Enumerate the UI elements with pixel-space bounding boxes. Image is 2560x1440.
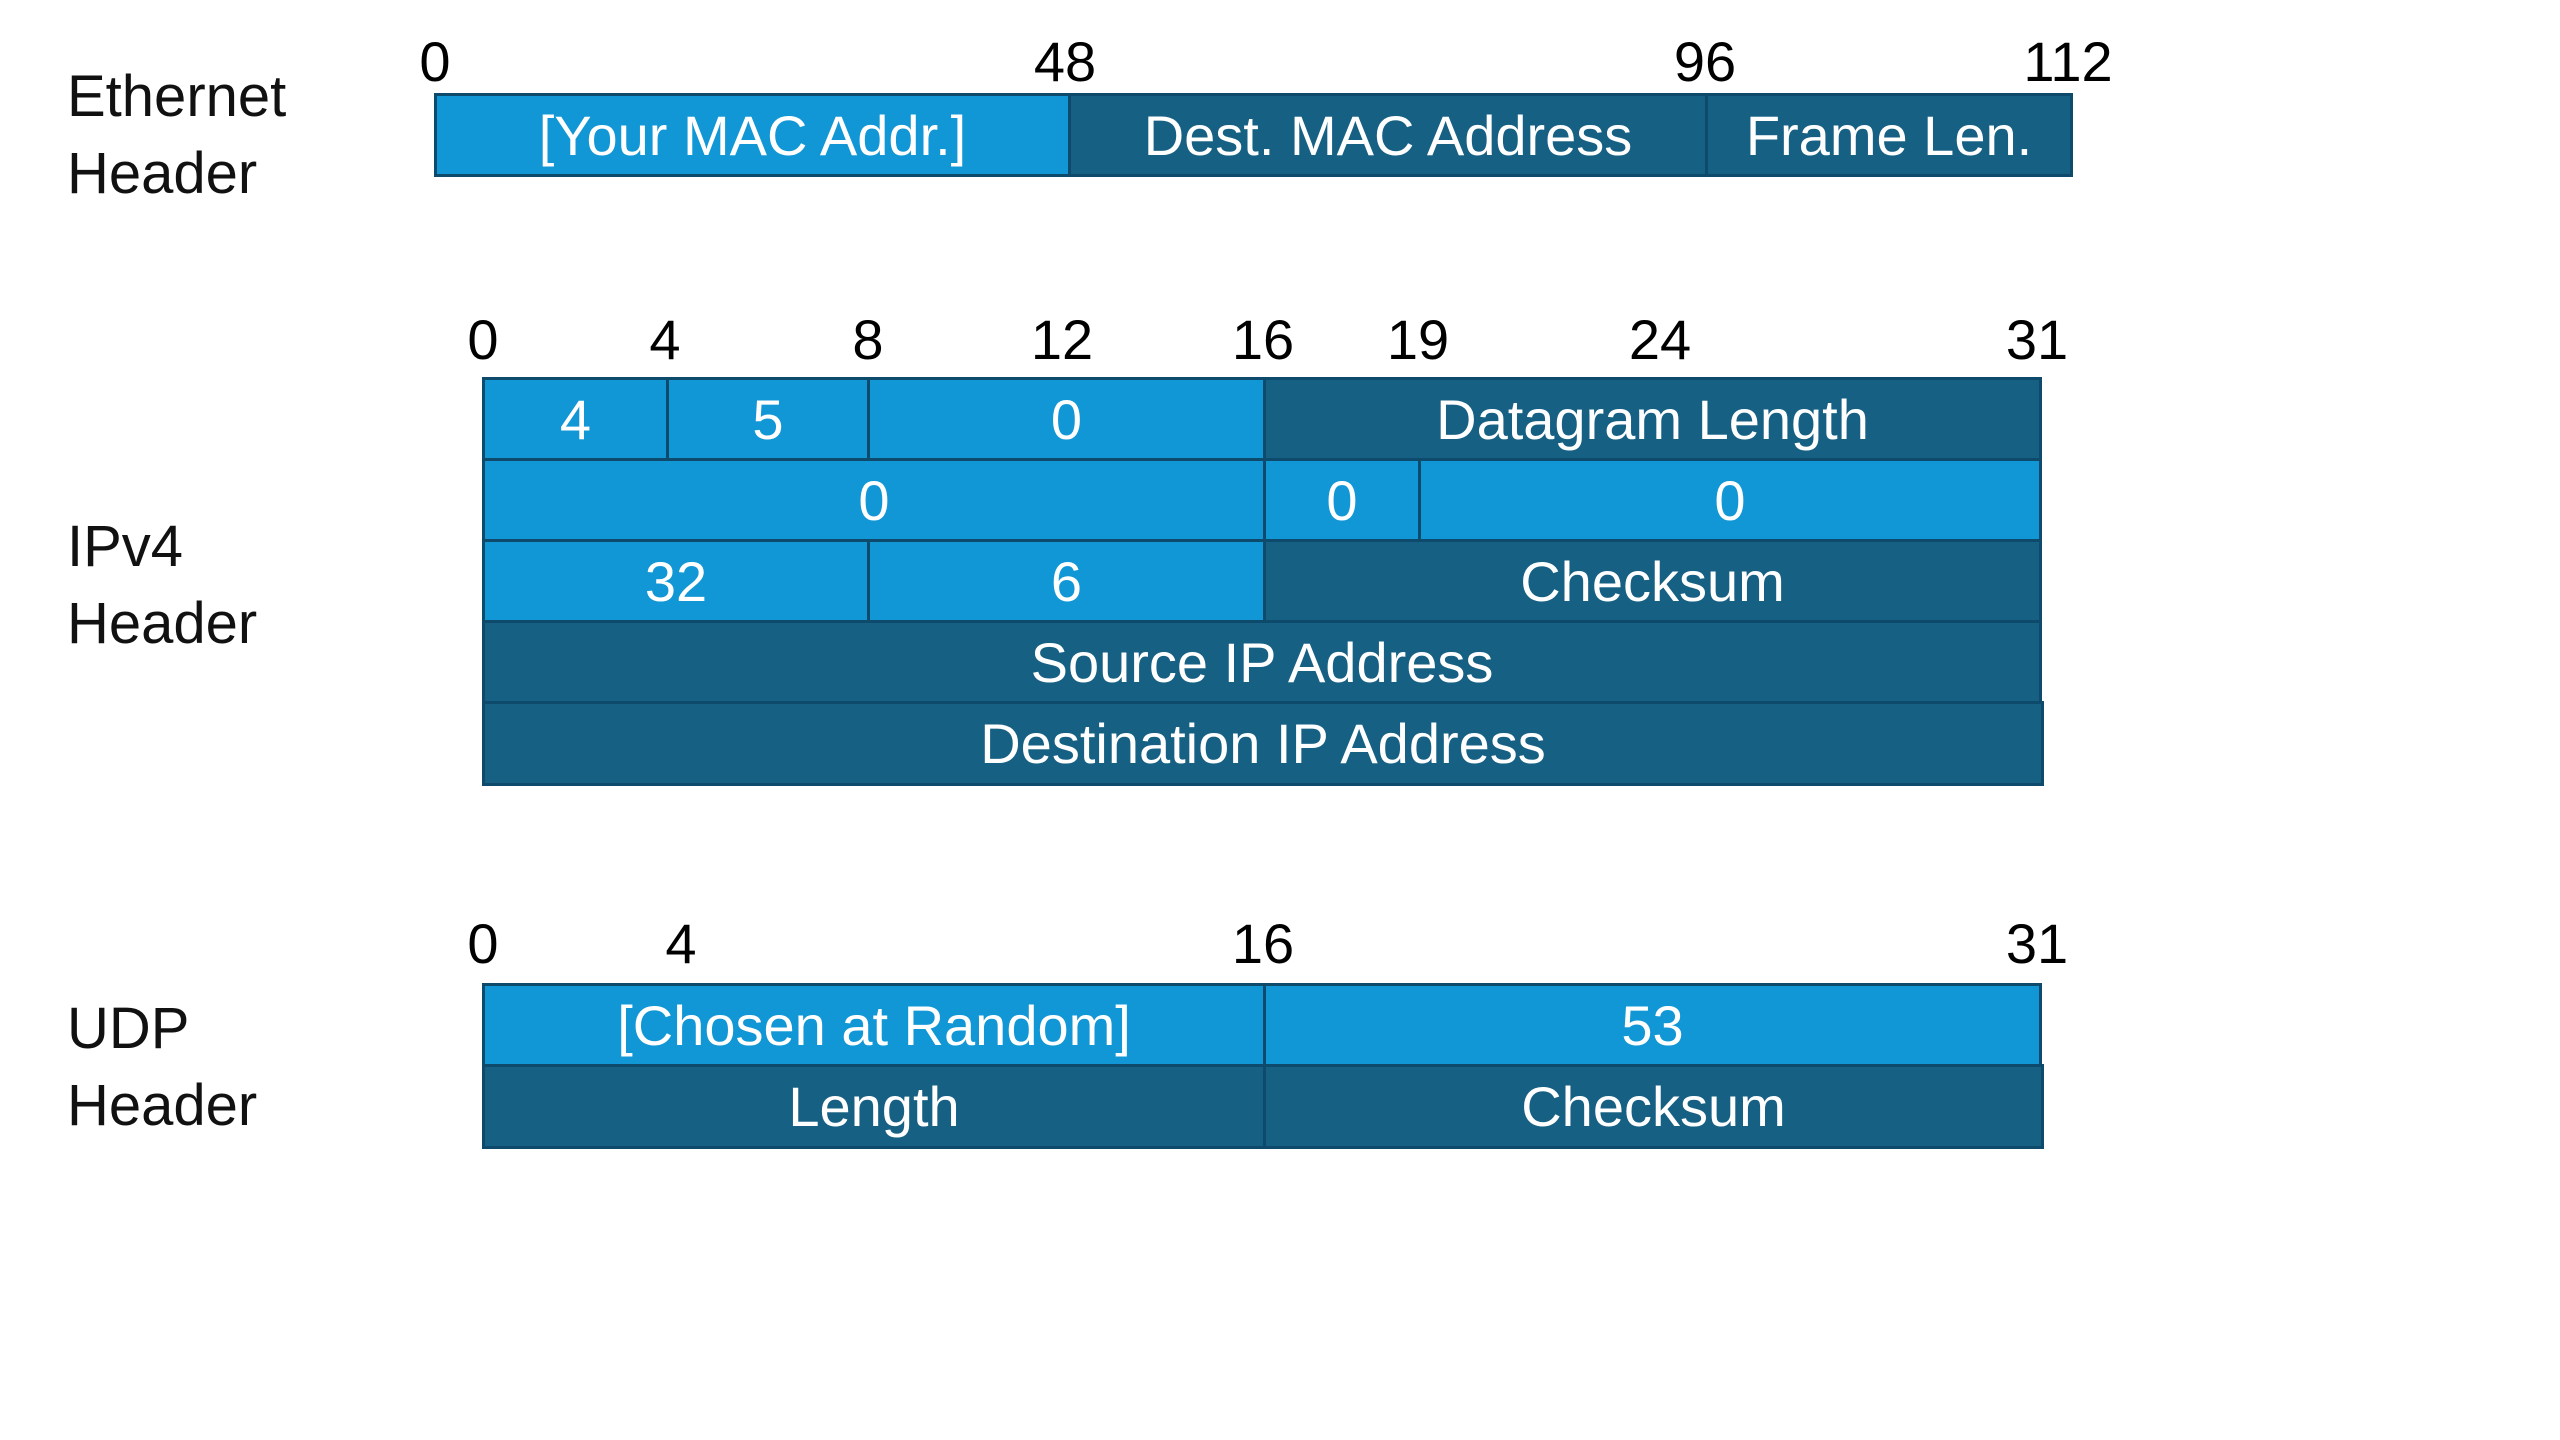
ipv4-source-ip-field: Source IP Address	[482, 620, 2042, 704]
ipv4-fragment-offset-field: 0	[1418, 458, 2042, 542]
udp-tick: 0	[467, 912, 499, 975]
udp-tick: 16	[1231, 912, 1295, 975]
udp-label-line1: UDP	[67, 996, 190, 1061]
ipv4-ttl-field: 32	[482, 539, 870, 623]
udp-source-port-field: [Chosen at Random]	[482, 983, 1266, 1067]
ipv4-header-label: IPv4 Header	[67, 508, 257, 662]
ethernet-tick: 112	[2023, 30, 2113, 93]
ethernet-header-label: Ethernet Header	[67, 58, 286, 212]
ipv4-flags-field: 0	[1263, 458, 1421, 542]
udp-checksum-field: Checksum	[1263, 1064, 2044, 1149]
udp-length-field: Length	[482, 1064, 1266, 1149]
udp-label-line2: Header	[67, 1073, 258, 1138]
ethernet-label-line1: Ethernet	[67, 64, 287, 129]
ipv4-tick: 19	[1386, 308, 1450, 371]
ipv4-tick: 12	[1030, 308, 1094, 371]
ipv4-tick: 4	[649, 308, 681, 371]
ethernet-dest-mac-field: Dest. MAC Address	[1068, 93, 1708, 177]
ipv4-datagram-length-field: Datagram Length	[1263, 377, 2042, 461]
ipv4-tos-field: 0	[867, 377, 1266, 461]
ipv4-label-line1: IPv4	[67, 514, 184, 579]
ethernet-tick: 96	[1673, 30, 1737, 93]
ipv4-tick: 8	[852, 308, 884, 371]
ipv4-protocol-field: 6	[867, 539, 1266, 623]
udp-header-label: UDP Header	[67, 990, 257, 1144]
ethernet-tick: 0	[419, 30, 451, 93]
ethernet-tick: 48	[1033, 30, 1097, 93]
ipv4-tick: 24	[1628, 308, 1692, 371]
ethernet-frame-length-field: Frame Len.	[1705, 93, 2073, 177]
ipv4-tick: 16	[1231, 308, 1295, 371]
ipv4-tick: 31	[2005, 308, 2069, 371]
ipv4-label-line2: Header	[67, 591, 258, 656]
udp-tick: 4	[665, 912, 697, 975]
ipv4-checksum-field: Checksum	[1263, 539, 2042, 623]
ipv4-version-field: 4	[482, 377, 669, 461]
ipv4-identification-field: 0	[482, 458, 1266, 542]
ethernet-label-line2: Header	[67, 141, 258, 206]
udp-dest-port-field: 53	[1263, 983, 2042, 1067]
udp-tick: 31	[2005, 912, 2069, 975]
ethernet-source-mac-field: [Your MAC Addr.]	[434, 93, 1071, 177]
ipv4-ihl-field: 5	[666, 377, 870, 461]
ipv4-destination-ip-field: Destination IP Address	[482, 701, 2044, 786]
ipv4-tick: 0	[467, 308, 499, 371]
